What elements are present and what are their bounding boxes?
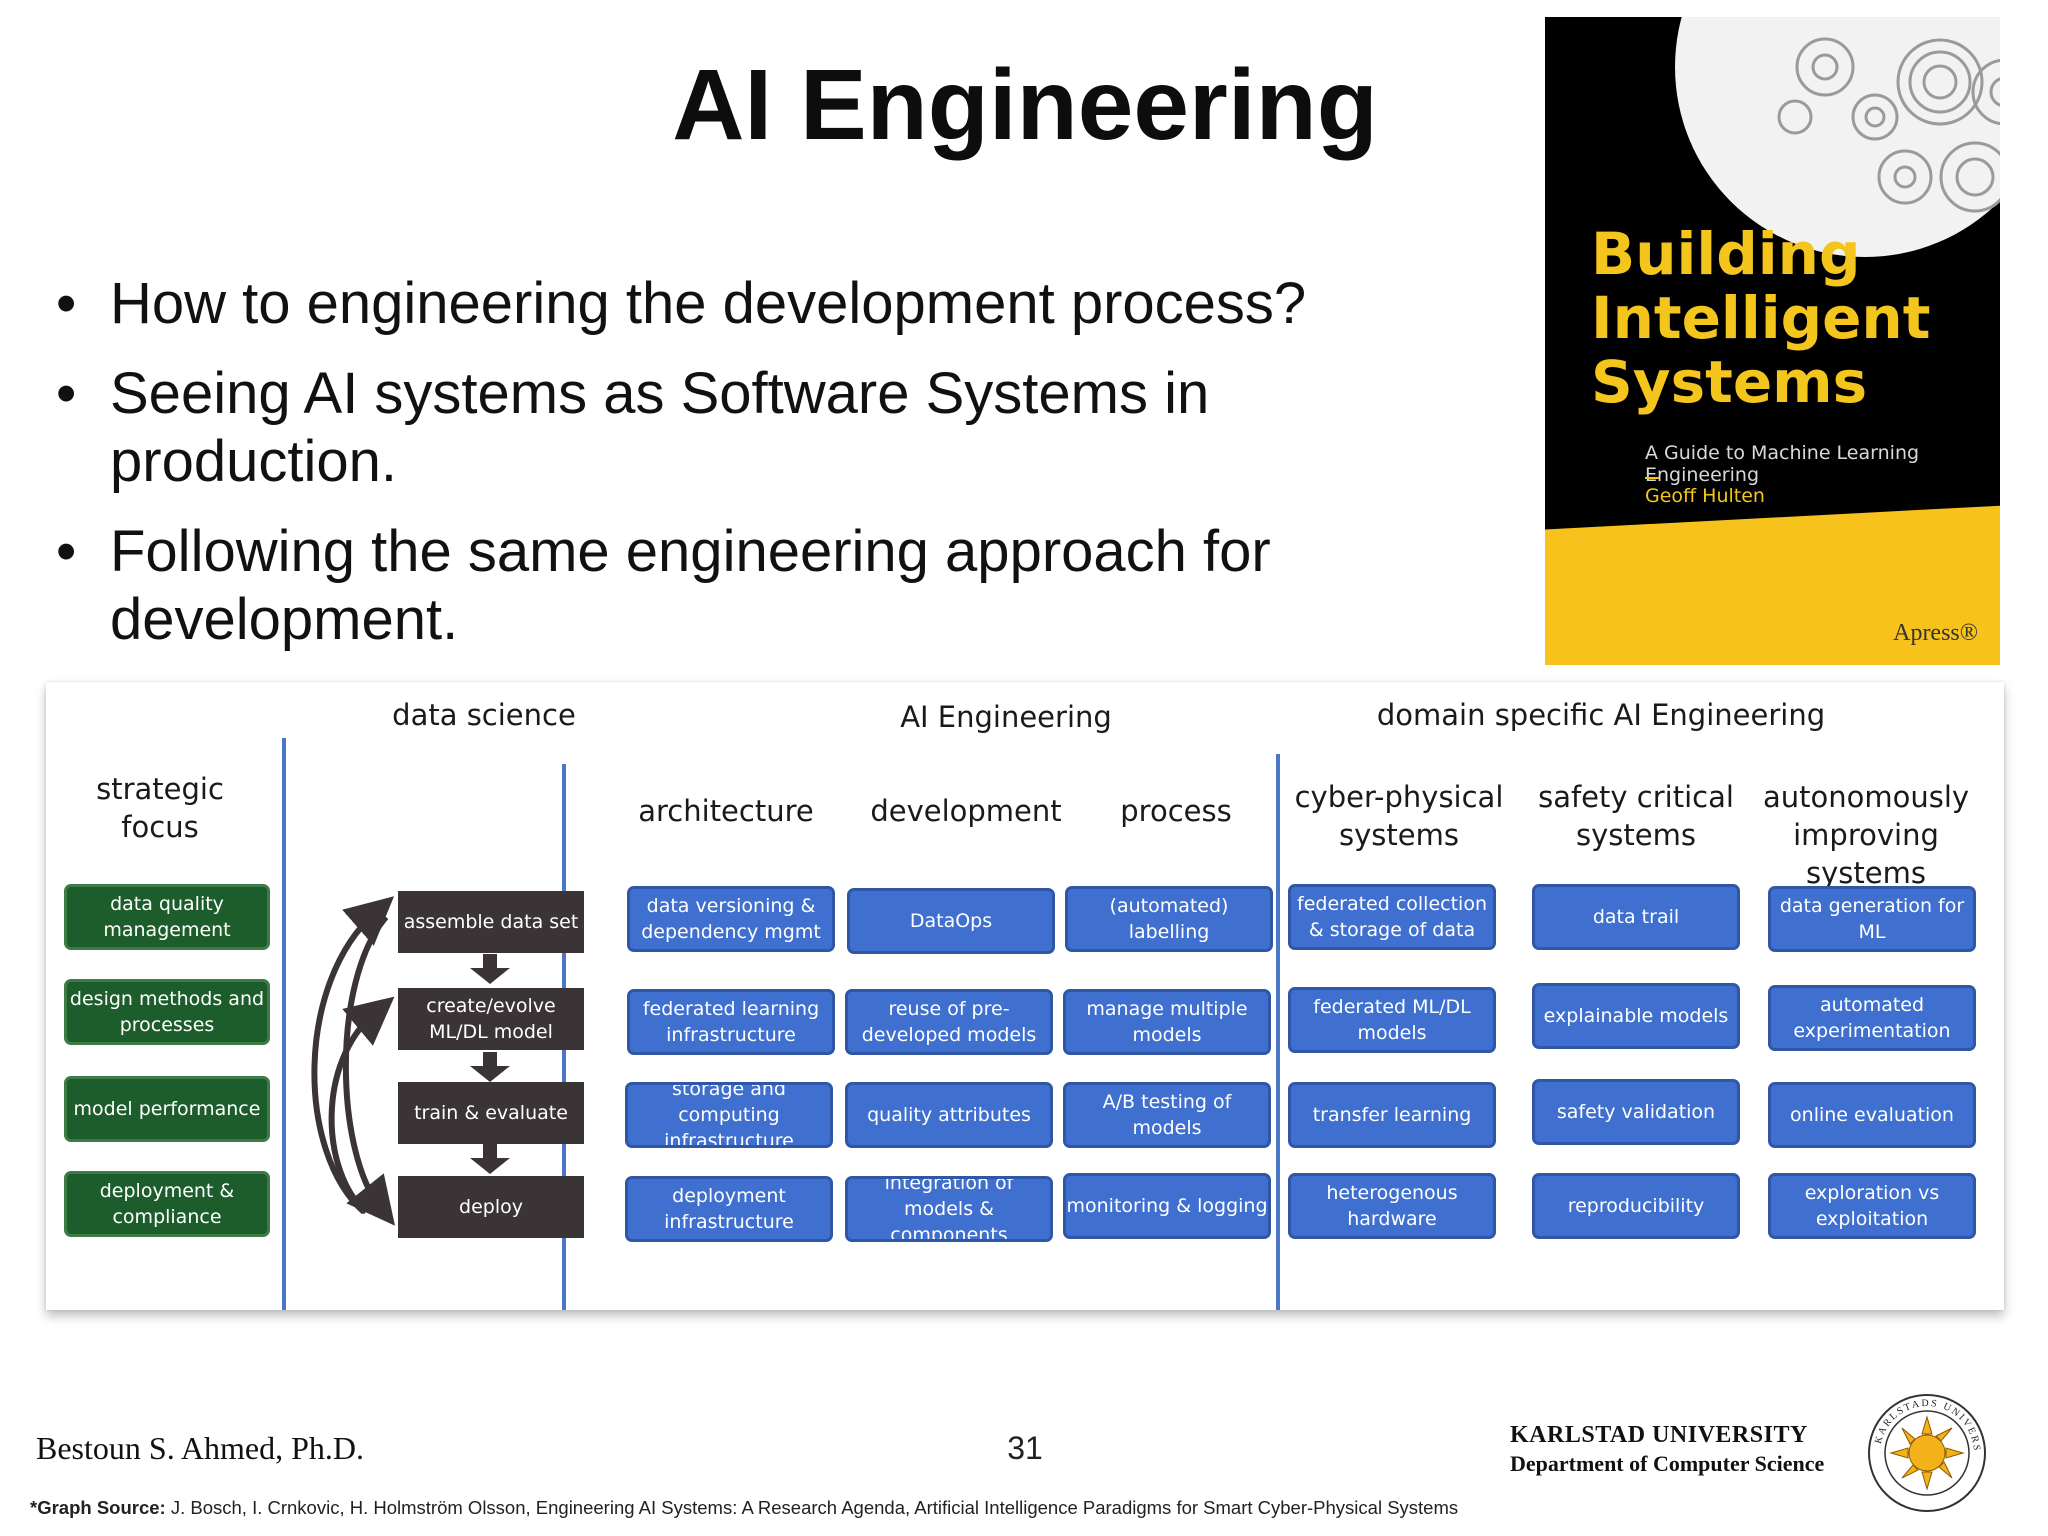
diagram-panel: data science AI Engineering domain speci… [46,682,2004,1310]
strategic-focus-header: strategic focus [96,772,224,844]
gears-illustration [1675,17,2000,257]
column-divider [1276,754,1280,1310]
strategic-focus-item: data quality management [64,884,270,950]
strategic-focus-item: model performance [64,1076,270,1142]
book-title: Building Intelligent Systems [1591,222,1991,414]
group-header-data-science: data science [392,698,576,732]
strategic-focus-item: design methods and processes [64,979,270,1045]
safety-critical-item: reproducibility [1532,1173,1740,1239]
group-header-ai-engineering: AI Engineering [900,700,1112,734]
department-name: Department of Computer Science [1510,1451,1825,1476]
group-header-domain-specific: domain specific AI Engineering [1376,698,1826,732]
process-header: process [1120,794,1232,828]
safety-critical-item: data trail [1532,884,1740,950]
cyber-physical-item: transfer learning [1288,1082,1496,1148]
bullet-item: • Seeing AI systems as Software Systems i… [50,360,1510,496]
university-block: KARLSTAD UNIVERSITY Department of Comput… [1510,1422,1824,1477]
bullet-text: How to engineering the development proce… [110,271,1307,336]
autonomous-item: online evaluation [1768,1082,1976,1148]
presenter-name: Bestoun S. Ahmed, Ph.D. [36,1430,365,1466]
process-item: (automated) labelling [1065,886,1273,952]
cyber-physical-item: federated ML/DL models [1288,987,1496,1053]
book-title-line: Intelligent [1591,284,1931,352]
bullet-dot: • [56,361,77,426]
gears-icon [1777,37,2000,213]
data-science-step: deploy [398,1176,584,1238]
column-divider [282,738,286,1310]
cyber-physical-item: federated collection & storage of data [1288,884,1496,950]
architecture-header: architecture [638,794,814,828]
bullet-dot: • [56,271,77,336]
data-science-step: train & evaluate [398,1082,584,1144]
autonomous-header: autonomously improving systems [1762,780,1970,890]
bullet-text: Seeing AI systems as Software Systems in… [110,361,1210,494]
source-text: J. Bosch, I. Crnkovic, H. Holmström Olss… [170,1497,1459,1518]
architecture-item: deployment infrastructure [625,1176,833,1242]
data-science-step: create/evolve ML/DL model [398,988,584,1050]
development-item: quality attributes [845,1082,1053,1148]
book-author: Geoff Hulten [1645,485,1765,507]
process-item: monitoring & logging [1063,1173,1271,1239]
page-number: 31 [1007,1430,1043,1466]
slide-title: AI Engineering [672,49,1378,161]
development-item: integration of models & components [845,1176,1053,1242]
source-label: *Graph Source: [30,1497,166,1518]
process-item: manage multiple models [1063,989,1271,1055]
development-item: DataOps [847,888,1055,954]
bullet-item: • Following the same engineering approach… [50,518,1310,654]
book-title-line: Building [1591,220,1861,288]
bullet-item: • How to engineering the development proc… [50,270,1510,338]
autonomous-item: automated experimentation [1768,985,1976,1051]
cyber-physical-header: cyber-physical systems [1294,780,1504,852]
autonomous-item: data generation for ML [1768,886,1976,952]
architecture-item: federated learning infrastructure [627,989,835,1055]
book-divider [1645,477,1659,479]
cover-band [1545,555,2000,665]
book-subtitle: A Guide to Machine Learning Engineering [1645,442,1920,486]
strategic-focus-item: deployment & compliance [64,1171,270,1237]
book-title-line: Systems [1591,348,1868,416]
bullet-list: • How to engineering the development proc… [50,270,1510,676]
safety-critical-item: safety validation [1532,1079,1740,1145]
development-item: reuse of pre-developed models [845,989,1053,1055]
book-cover: Building Intelligent Systems A Guide to … [1545,17,2000,665]
book-publisher: Apress® [1893,620,1978,646]
bullet-text: Following the same engineering approach … [110,519,1271,652]
bullet-dot: • [56,519,77,584]
university-seal-icon: KARLSTADS UNIVERSITET [1866,1392,1986,1512]
process-item: A/B testing of models [1063,1082,1271,1148]
architecture-item: storage and computing infrastructure [625,1082,833,1148]
university-name: KARLSTAD UNIVERSITY [1510,1422,1808,1448]
development-header: development [870,794,1062,828]
safety-critical-header: safety critical systems [1538,780,1734,852]
cyber-physical-item: heterogenous hardware [1288,1173,1496,1239]
autonomous-item: exploration vs exploitation [1768,1173,1976,1239]
data-science-step: assemble data set [398,891,584,953]
safety-critical-item: explainable models [1532,983,1740,1049]
graph-source: *Graph Source: J. Bosch, I. Crnkovic, H.… [30,1497,1458,1519]
architecture-item: data versioning & dependency mgmt [627,886,835,952]
